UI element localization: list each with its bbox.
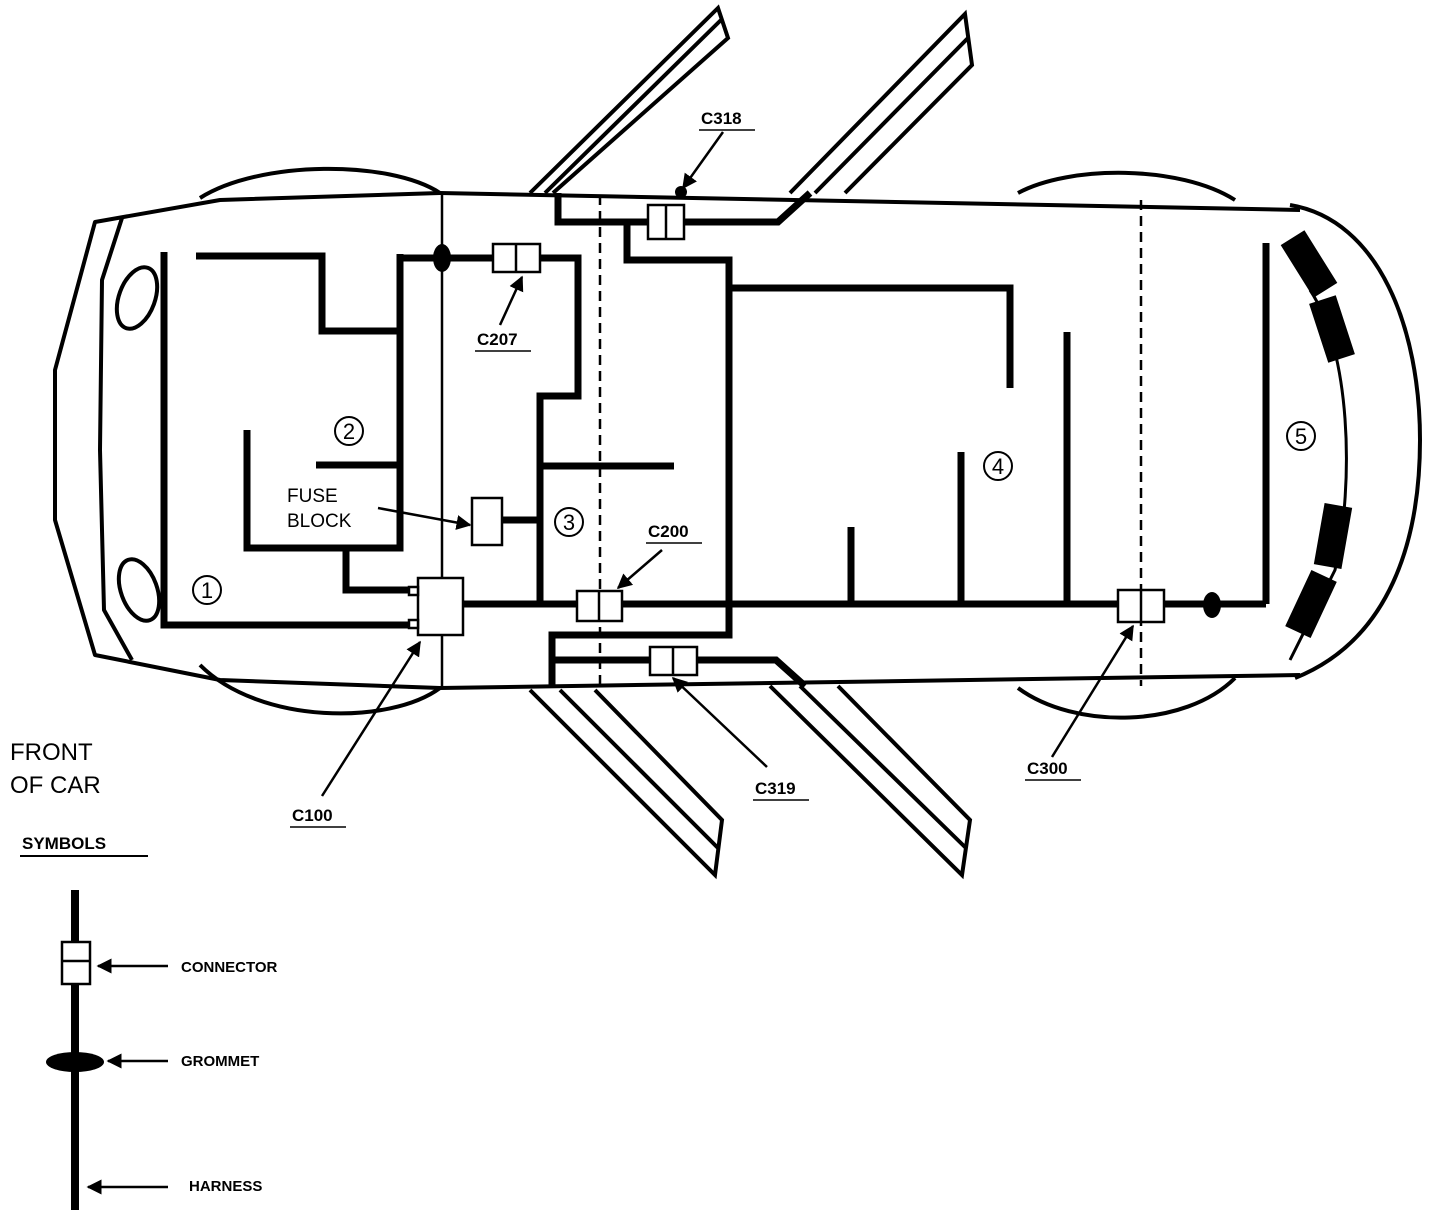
headlight-bottom: [116, 557, 162, 623]
fuse-block-label-line1: FUSE: [287, 486, 338, 507]
c207-connector: [491, 242, 542, 274]
headlight-top: [114, 265, 160, 331]
legend-grommet-label: GROMMET: [181, 1053, 259, 1070]
legend-harness-label: HARNESS: [189, 1178, 262, 1195]
fuse-block: [470, 496, 504, 547]
connector-labels: C318 C207 C200 C100 C319 C300: [290, 109, 1081, 828]
rear-right-wheel: [1016, 676, 1237, 720]
grommet-c318: [675, 186, 687, 198]
c300-connector: [1116, 588, 1166, 624]
door-front-right: [528, 688, 725, 880]
pillar-lines: [598, 195, 1143, 688]
rear-lamps: [1280, 230, 1355, 661]
front-right-wheel: [198, 663, 442, 716]
front-label-line2: OF CAR: [10, 772, 101, 799]
zone-markers: [192, 416, 1316, 605]
front-left-wheel: [198, 166, 442, 200]
door-front-left: [528, 4, 731, 195]
door-rear-left: [788, 9, 975, 195]
grommet-rear: [1203, 592, 1221, 618]
front-label-line1: FRONT: [10, 739, 93, 766]
c319-connector: [648, 645, 699, 677]
label-c318: C318: [701, 109, 742, 128]
legend-title: SYMBOLS: [22, 834, 106, 853]
label-c319: C319: [755, 779, 796, 798]
door-rear-right: [768, 684, 973, 880]
rear-body: [1289, 203, 1422, 680]
zone-5: 5: [1295, 424, 1307, 449]
harness-routing: [160, 190, 1270, 689]
zone-3: 3: [563, 510, 575, 535]
c100-connector: [407, 576, 465, 637]
fuse-block-label: FUSE BLOCK: [287, 486, 352, 532]
zone-numbers: 1 2 3 4 5: [201, 419, 1307, 603]
front-body: [53, 191, 441, 690]
rear-left-wheel: [1017, 170, 1237, 202]
car-outline: [53, 166, 1422, 720]
c200-connector: [575, 589, 624, 623]
front-of-car-label: FRONT OF CAR: [10, 739, 101, 799]
label-c100: C100: [292, 806, 333, 825]
label-c207: C207: [477, 330, 518, 349]
leader-arrows: [320, 131, 1135, 797]
grommet-firewall: [433, 244, 451, 272]
legend-connector-symbol: [60, 940, 92, 986]
front-inner-line: [98, 217, 134, 661]
legend-connector-label: CONNECTOR: [181, 959, 278, 976]
label-c200: C200: [648, 522, 689, 541]
doors: [528, 4, 975, 880]
legend-grommet-symbol: [46, 1052, 104, 1072]
fuse-block-label-line2: BLOCK: [287, 511, 352, 532]
c318-connector: [646, 203, 686, 241]
label-c300: C300: [1027, 759, 1068, 778]
zone-2: 2: [343, 419, 355, 444]
symbols-legend: SYMBOLS CONNECTOR GROMMET HARNESS: [20, 834, 278, 1210]
zone-4: 4: [992, 454, 1004, 479]
zone-1: 1: [201, 578, 213, 603]
